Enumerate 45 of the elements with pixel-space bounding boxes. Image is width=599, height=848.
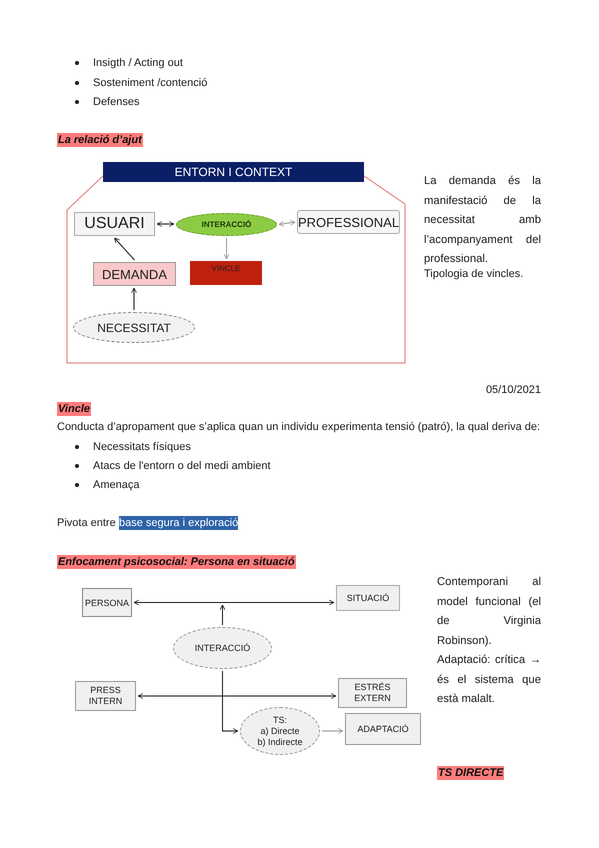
title-band: ENTORN I CONTEXT (103, 162, 364, 182)
process-box: VINCLE (190, 261, 262, 285)
arrow (134, 600, 334, 606)
highlighted-text: base segura i exploració (119, 516, 238, 530)
node-text: TS: (272, 714, 287, 726)
paragraph: Adaptació: crítica → és el sistema que està malalt. (437, 653, 541, 707)
process-box: PRESS INTERN (75, 681, 136, 711)
process-ellipse: NECESSITAT (73, 312, 195, 343)
section-heading: La relació d’ajut (57, 133, 143, 147)
process-box: ESTRÉS EXTERN (338, 678, 407, 708)
list-item: Necessitats físiques (93, 440, 191, 454)
arrow (156, 221, 174, 227)
date-text: 05/10/2021 (484, 383, 541, 397)
node-text: b) Indirecte (257, 736, 303, 748)
arrow (220, 604, 226, 626)
arrow (138, 693, 336, 699)
process-ellipse: INTERACCIÓ (173, 627, 272, 669)
paragraph: Conducta d’apropament que s’aplica quan un individu experimenta tensió (patró), la qual deriva de: (57, 420, 540, 434)
arrow (131, 288, 137, 310)
list-item: Sosteniment /contenció (93, 76, 208, 90)
paragraph: Tipologia de vincles. (424, 267, 524, 281)
process-box: USUARI (74, 212, 155, 236)
context-frame (66, 162, 406, 364)
arrow (278, 220, 296, 227)
paragraph: Contemporani al model funcional (el de Virginia Robinson). (437, 575, 541, 648)
arrow (114, 238, 135, 260)
arrow (224, 238, 230, 260)
arrow (222, 670, 238, 734)
node-text: a) Directe (260, 726, 300, 736)
list-item: Amenaça (93, 478, 140, 492)
process-box: DEMANDA (93, 262, 176, 286)
paragraph: La demanda és la manifestació de la necessitat amb l’acompanyament del professional. (424, 174, 541, 267)
process-box: ADAPTACIÓ (345, 713, 421, 745)
process-ellipse: INTERACCIÓ (176, 213, 277, 236)
process-box: PROFESSIONAL (297, 210, 400, 234)
list-item: Atacs de l'entorn o del medi ambient (93, 459, 271, 473)
paragraph: Pivota entre (57, 516, 116, 530)
arrow (322, 728, 344, 734)
process-box: SITUACIÓ (336, 585, 400, 611)
process-box: PERSONA (82, 588, 132, 617)
section-heading: Enfocament psicosocial: Persona en situació (57, 555, 296, 569)
section-heading: Vincle (57, 402, 91, 416)
list-item: Insigth / Acting out (93, 56, 183, 70)
section-heading: TS DIRECTE (437, 766, 504, 780)
list-item: Defenses (93, 95, 140, 109)
